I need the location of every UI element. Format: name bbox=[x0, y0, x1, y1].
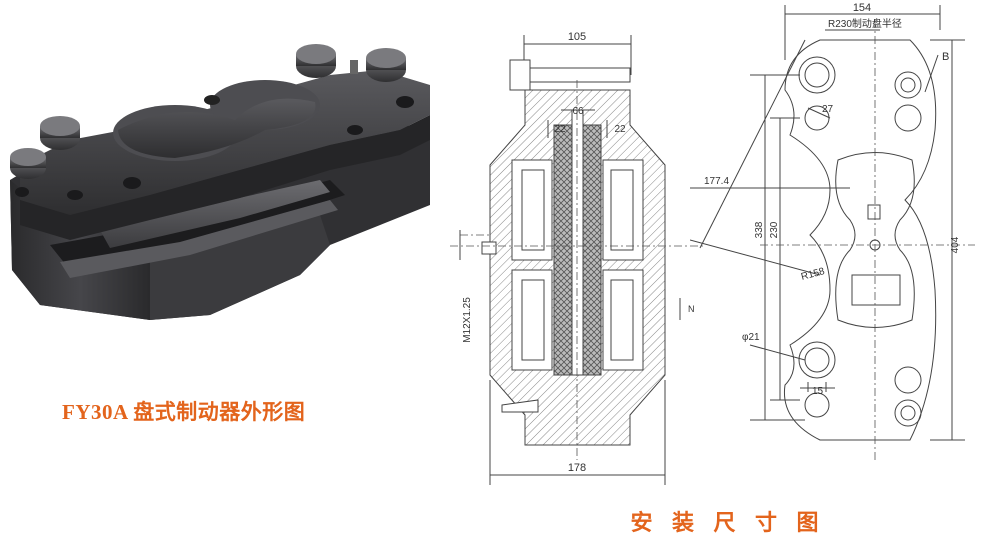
dim-66-label: 66 bbox=[572, 106, 584, 117]
dim-178-label: 178 bbox=[568, 462, 586, 474]
caliper-3d-render bbox=[10, 44, 430, 320]
radius-158-label: R158 bbox=[800, 266, 826, 283]
dim-338-label: 338 bbox=[754, 221, 765, 238]
dim-404-label: 404 bbox=[950, 236, 961, 253]
dim-230-label: 230 bbox=[769, 221, 780, 238]
dim-177-label: 177.4 bbox=[704, 176, 729, 187]
hole-phi21-label: φ21 bbox=[742, 332, 760, 343]
dim-22-left-label: 22 bbox=[554, 124, 566, 135]
install-dims-caption: 安 装 尺 寸 图 bbox=[630, 510, 826, 535]
dim-27-label: 27 bbox=[822, 104, 834, 115]
thread-spec-label: M12X1.25 bbox=[462, 297, 473, 343]
dim-154-label: 154 bbox=[853, 2, 871, 14]
front-view-drawing: 154 R230制动盘半径 R158 177.4 338 230 404 27 … bbox=[690, 2, 975, 460]
dim-22-right-label: 22 bbox=[614, 124, 626, 135]
product-view-caption: FY30A 盘式制动器外形图 bbox=[62, 400, 306, 424]
dim-105-label: 105 bbox=[568, 31, 586, 43]
section-view-drawing: 105 66 22 22 178 M12X1.25 N bbox=[450, 31, 705, 485]
corner-mark-label: B bbox=[942, 51, 949, 63]
section-mark-label: N bbox=[688, 304, 695, 314]
dim-15-label: 15 bbox=[812, 386, 824, 397]
disc-radius-label: R230制动盘半径 bbox=[828, 17, 902, 30]
